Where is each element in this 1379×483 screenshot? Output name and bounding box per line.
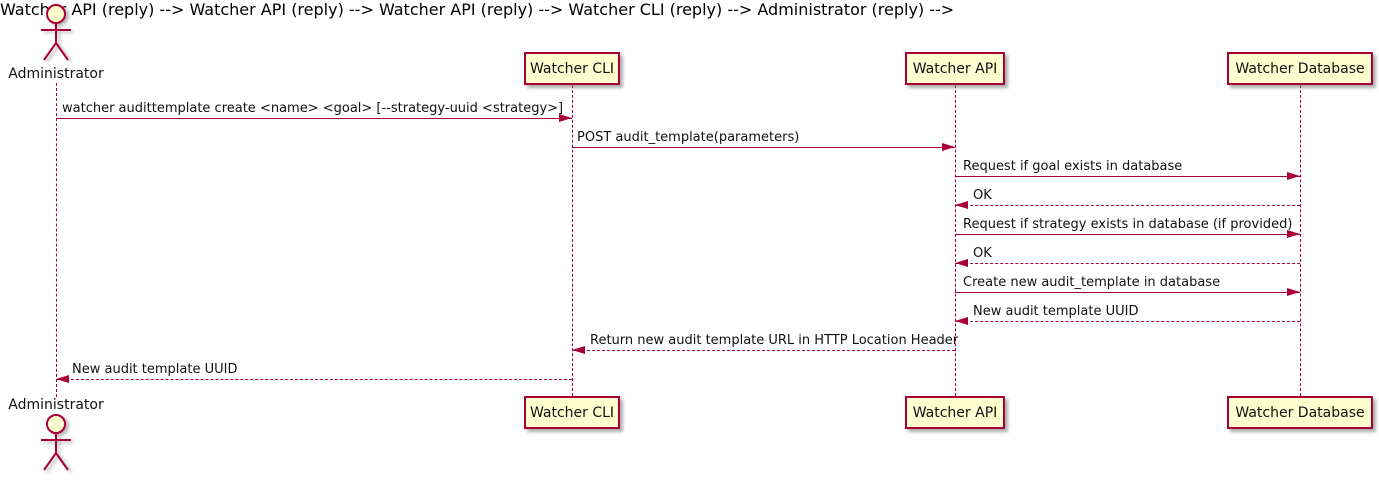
lifeline-watcher-cli [572, 85, 573, 396]
message-arrow-line [56, 379, 572, 380]
message-label: Request if strategy exists in database (… [963, 217, 1293, 232]
participant-watcher-database-bottom: Watcher Database [1227, 396, 1373, 429]
arrowhead-right-icon [559, 114, 572, 122]
message-label: watcher audittemplate create <name> <goa… [62, 101, 564, 116]
actor-figure-bottom [41, 414, 71, 471]
arrowhead-right-icon [1287, 288, 1300, 296]
arrowhead-left-icon [955, 201, 968, 209]
participant-watcher-cli-top: Watcher CLI [524, 52, 620, 85]
lifeline-watcher-api [955, 85, 956, 396]
message-label: OK [973, 188, 992, 203]
message-label: Return new audit template URL in HTTP Lo… [590, 333, 959, 348]
arrowhead-left-icon [955, 317, 968, 325]
participant-watcher-cli-bottom: Watcher CLI [524, 396, 620, 429]
message-arrow-line [572, 147, 955, 148]
actor-figure-top [41, 4, 71, 61]
message-arrow-line [572, 350, 955, 351]
arrowhead-left-icon [955, 259, 968, 267]
message-label: POST audit_template(parameters) [577, 130, 800, 145]
participant-watcher-database-top: Watcher Database [1227, 52, 1373, 85]
participant-label: Watcher Database [1235, 404, 1365, 421]
arrowhead-left-icon [572, 346, 585, 354]
participant-label: Watcher API [912, 404, 998, 421]
message-label: New audit template UUID [973, 304, 1139, 319]
participant-label: Watcher CLI [529, 60, 615, 77]
participant-watcher-api-top: Watcher API [905, 52, 1005, 85]
participant-label: Watcher CLI [529, 404, 615, 421]
actor-label-top: Administrator [8, 66, 104, 82]
lifeline-watcher-database [1300, 85, 1301, 396]
arrowhead-left-icon [56, 375, 69, 383]
message-arrow-line [955, 292, 1300, 293]
arrowhead-right-icon [1287, 230, 1300, 238]
message-arrow-line [955, 205, 1300, 206]
actor-label-bottom: Administrator [8, 397, 104, 413]
lifeline-administrator [56, 83, 57, 397]
message-label: Request if goal exists in database [963, 159, 1183, 174]
message-arrow-line [56, 118, 572, 119]
arrowhead-right-icon [942, 143, 955, 151]
message-label: OK [973, 246, 992, 261]
message-label: Create new audit_template in database [963, 275, 1221, 290]
message-arrow-line [955, 321, 1300, 322]
message-arrow-line [955, 234, 1300, 235]
participant-label: Watcher API [912, 60, 998, 77]
message-arrow-line [955, 263, 1300, 264]
message-label: New audit template UUID [72, 362, 238, 377]
participant-watcher-api-bottom: Watcher API [905, 396, 1005, 429]
participant-label: Watcher Database [1235, 60, 1365, 77]
arrowhead-right-icon [1287, 172, 1300, 180]
message-arrow-line [955, 176, 1300, 177]
